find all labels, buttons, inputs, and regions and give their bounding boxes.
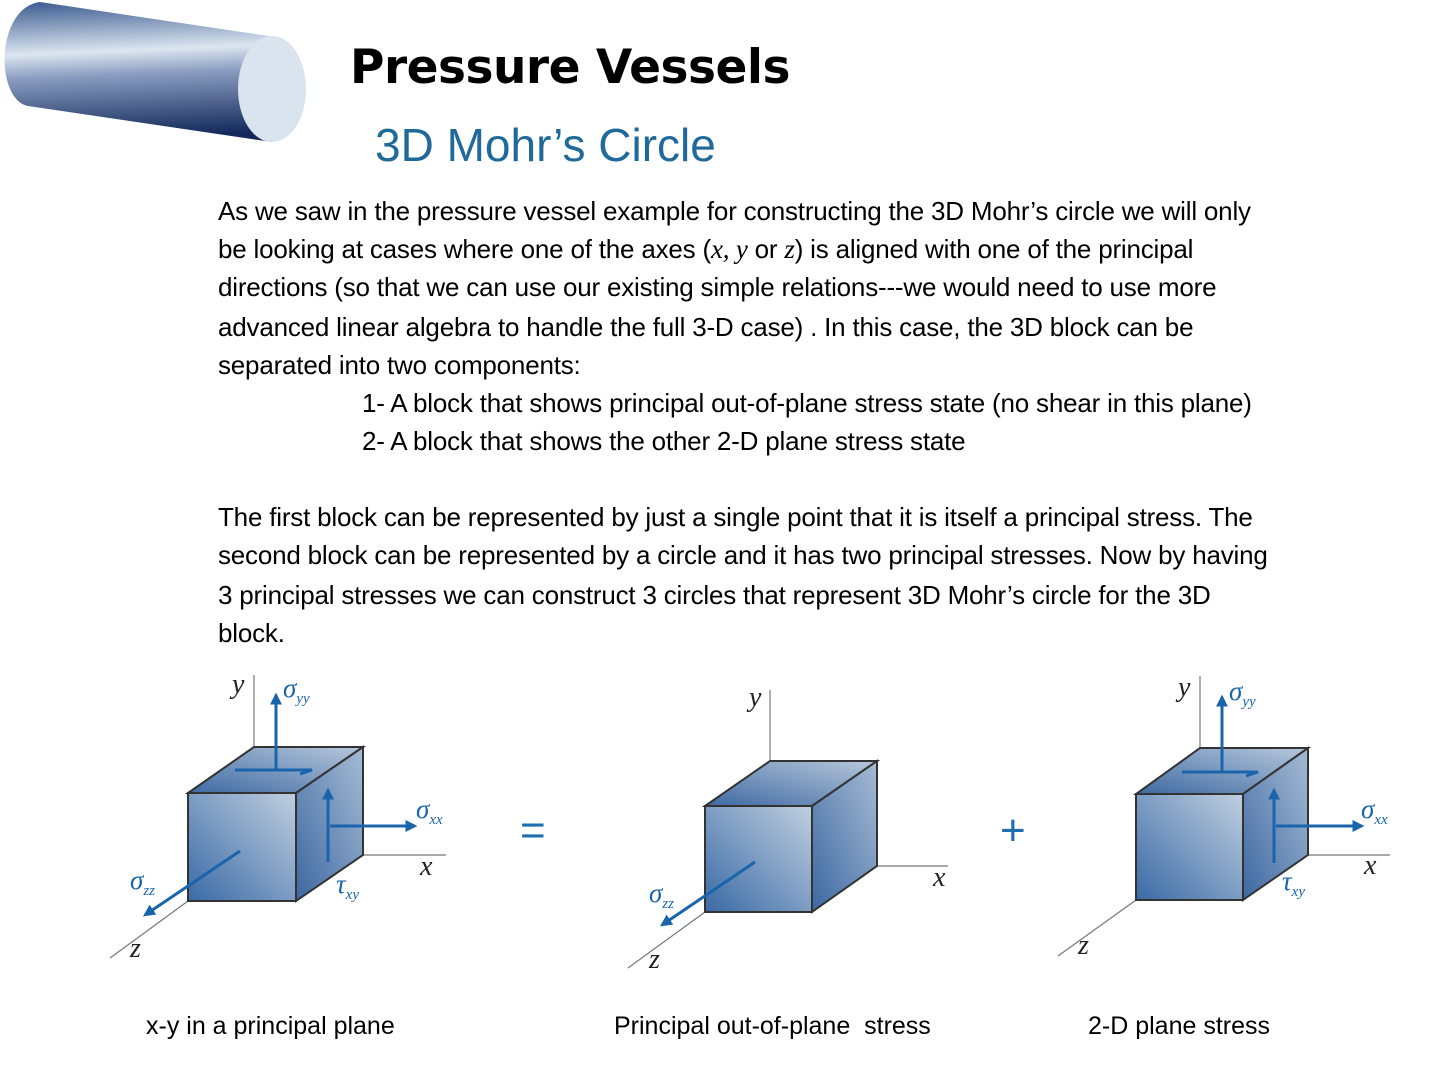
list-item: 2- A block that shows the other 2-D plan…: [362, 426, 966, 456]
sigma-yy-label: σyy: [283, 673, 310, 707]
math-x: x,: [710, 234, 736, 264]
caption-out-of-plane: Principal out-of-plane stress: [614, 1012, 931, 1040]
sigma-zz-arrow: [143, 849, 241, 917]
cylinder-logo: [4, 2, 306, 142]
text-segment: or: [747, 234, 785, 264]
z-axis: [627, 911, 706, 969]
stress-diagrams: y x z σyy σxx τxy σzz = y x z σzz + y x: [109, 669, 1390, 975]
tau-xy-label: τxy: [336, 869, 359, 903]
cube-front-face: [704, 805, 813, 913]
sigma-yy-label: σyy: [1229, 676, 1256, 710]
text-segment: ) is aligned with one of the principal: [794, 234, 1194, 264]
z-axis: [109, 900, 189, 959]
caption-xy-principal: x-y in a principal plane: [146, 1012, 395, 1040]
text-line: block.: [218, 618, 285, 648]
text-line: As we saw in the pressure vessel example…: [218, 196, 1251, 226]
sigma-xx-label: σxx: [1361, 794, 1388, 828]
y-axis-label: y: [229, 669, 245, 700]
text-line: separated into two components:: [218, 350, 581, 380]
x-axis-label: x: [419, 851, 433, 882]
z-axis: [1057, 899, 1137, 957]
page-title: Pressure Vessels: [350, 40, 790, 95]
text-line: advanced linear algebra to handle the fu…: [218, 312, 1194, 342]
sigma-zz-arrow: [660, 860, 756, 927]
x-axis-label: x: [1363, 850, 1377, 881]
sigma-xx-label: σxx: [416, 794, 443, 828]
tau-xy-label: τxy: [1282, 866, 1305, 900]
z-axis-label: z: [1077, 930, 1089, 961]
cube-diagram-out-of-plane: y x z σzz: [627, 682, 948, 975]
z-axis-label: z: [129, 933, 141, 964]
y-axis-label: y: [746, 682, 762, 713]
shear-top-arrow: [235, 768, 313, 776]
cube-front-face: [187, 792, 297, 902]
y-axis-label: y: [1175, 672, 1191, 703]
cube-front-face: [1135, 793, 1244, 901]
equals-sign: =: [520, 806, 546, 855]
cube-diagram-plane-stress: y x z σyy σxx τxy: [1057, 672, 1390, 961]
math-y: y: [735, 234, 748, 264]
caption-plane-stress: 2-D plane stress: [1088, 1012, 1271, 1040]
text-line: 3 principal stresses we can construct 3 …: [218, 580, 1211, 610]
x-axis-label: x: [932, 862, 946, 893]
sigma-zz-label: σzz: [649, 878, 674, 912]
sigma-zz-label: σzz: [130, 865, 155, 899]
text-segment: be looking at cases where one of the axe…: [218, 234, 711, 264]
text-line: be looking at cases where one of the axe…: [218, 234, 1193, 264]
z-axis-label: z: [648, 944, 660, 975]
text-line: directions (so that we can use our exist…: [218, 272, 1217, 302]
text-line: The first block can be represented by ju…: [218, 502, 1253, 532]
plus-sign: +: [1000, 806, 1026, 855]
list-item: 1- A block that shows principal out-of-p…: [362, 388, 1252, 418]
cube-diagram-xy-principal: y x z σyy σxx τxy σzz: [109, 669, 446, 964]
math-z: z: [784, 234, 795, 264]
text-line: second block can be represented by a cir…: [218, 540, 1268, 570]
page-subtitle: 3D Mohr’s Circle: [375, 119, 716, 171]
shear-top-arrow: [1182, 770, 1259, 778]
